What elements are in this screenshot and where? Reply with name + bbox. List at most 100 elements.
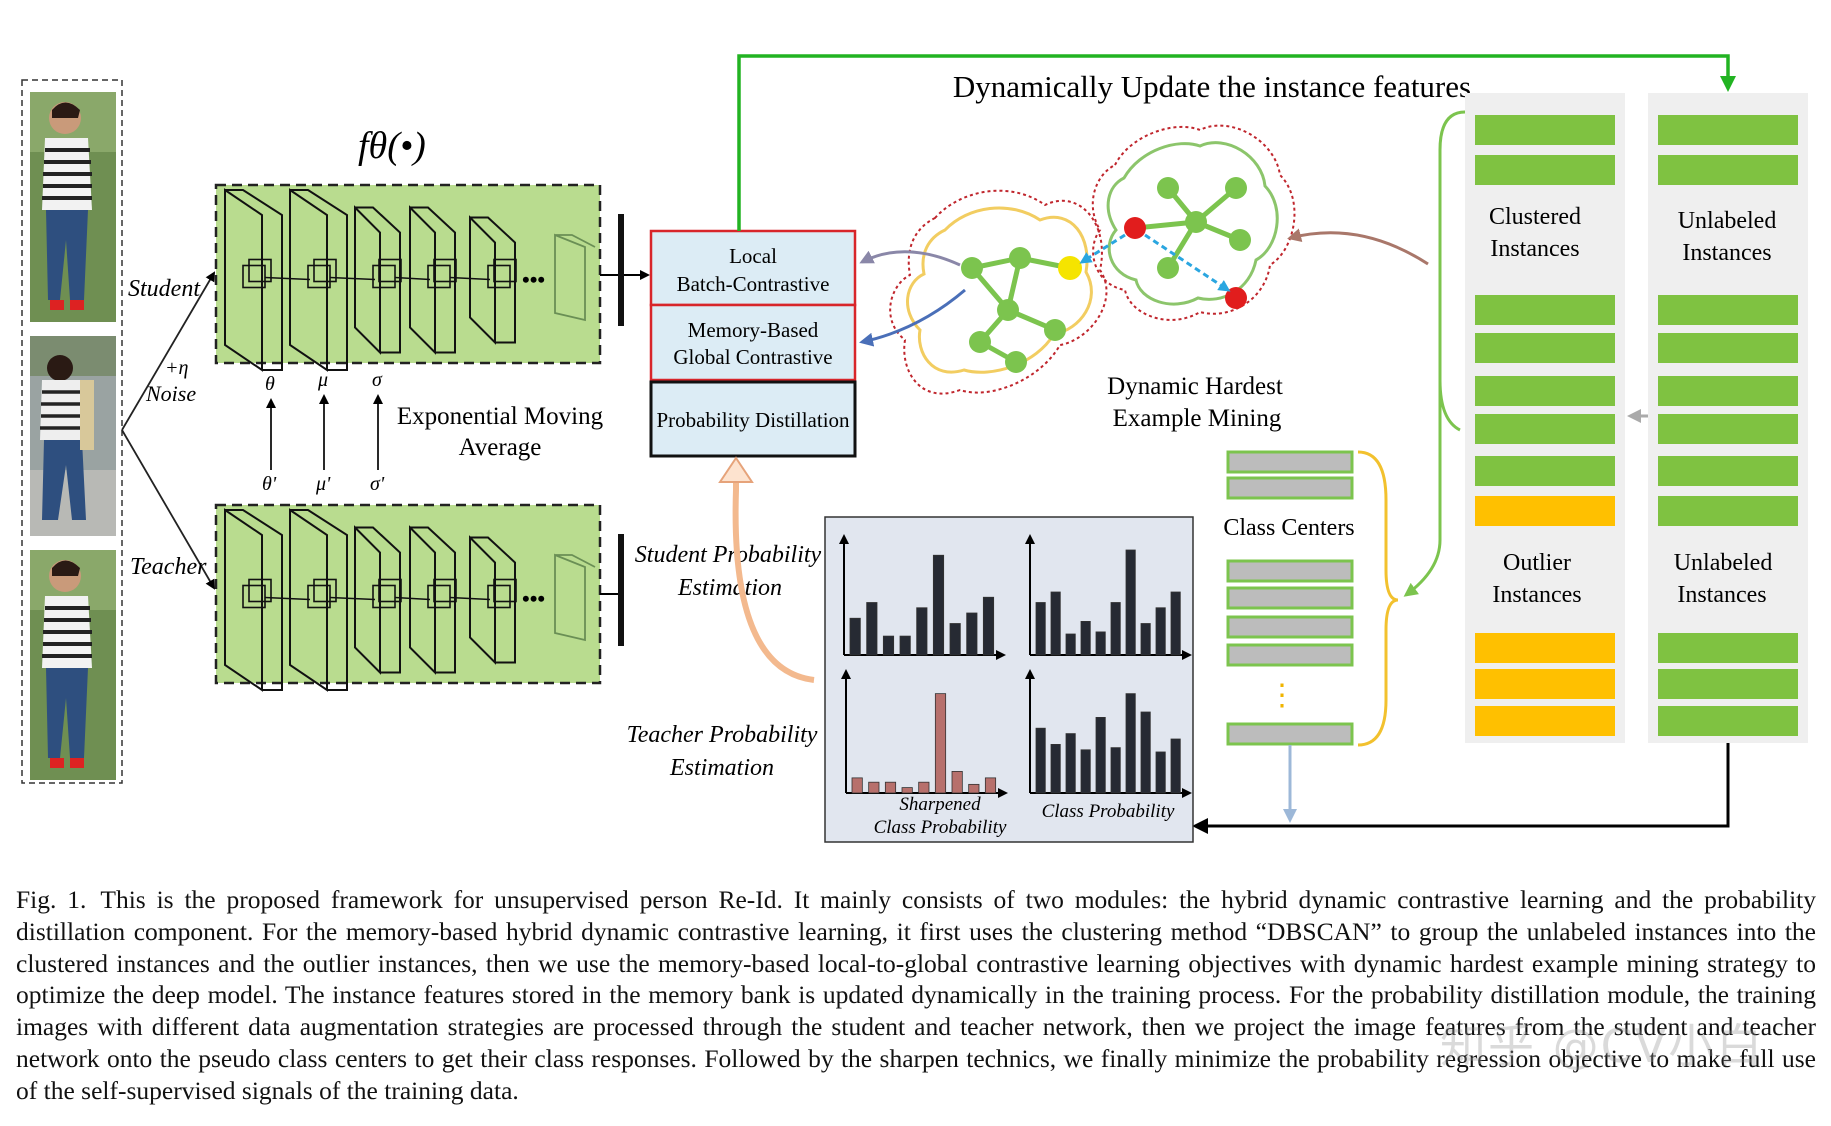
class-center-slot [1226, 476, 1354, 500]
class-center-slot [1226, 643, 1354, 667]
student-layers [224, 188, 596, 372]
memory-slot-clustered [1475, 155, 1615, 185]
histogram-bar [1065, 733, 1076, 794]
student-output-arrow [600, 214, 650, 326]
clustered-label-2: Instances [1490, 236, 1579, 262]
outlier-label-2: Instances [1492, 582, 1581, 608]
histogram-bar [882, 635, 895, 656]
ema-label-1: Exponential Moving [397, 403, 604, 430]
ema-param-sigma: σ [372, 369, 383, 391]
memory-slot-unlabeled [1658, 115, 1798, 145]
student-label: Student [128, 276, 201, 302]
memory-slot-clustered [1475, 295, 1615, 325]
ema-arrows [266, 394, 383, 470]
teacher-to-distill-arrow [732, 478, 815, 683]
histogram-bar [918, 781, 930, 794]
loss-local-box: Local Batch-Contrastive [649, 229, 857, 307]
histogram-bar [1155, 751, 1166, 794]
memory-slot-clustered [1475, 376, 1615, 406]
student-prob-label-1: Student Probability [635, 542, 822, 568]
memory-slot-clustered [1475, 633, 1615, 663]
teacher-layers [224, 508, 596, 692]
loss-distill-label: Probability Distillation [656, 408, 850, 432]
student-dots: ••• [522, 267, 545, 292]
histogram-bar [1080, 749, 1091, 794]
memory-slot-unlabeled [1658, 333, 1798, 363]
memory-to-histograms-arrow [1192, 743, 1730, 834]
memory-slot-unlabeled [1658, 669, 1798, 699]
teacher-dots: ••• [522, 586, 545, 611]
update-arrow [737, 54, 1736, 231]
histogram-bar [949, 623, 961, 656]
histogram-bar [968, 783, 980, 794]
noise-label-2: Noise [145, 381, 196, 406]
conv-layer [289, 508, 376, 692]
histogram-bar [982, 596, 995, 656]
memory-slot-clustered [1475, 414, 1615, 444]
ema-param-theta-prime: θ' [262, 473, 277, 495]
histogram [1025, 534, 1192, 660]
histogram-bar [1170, 738, 1181, 794]
ema-param-mu-prime: μ' [315, 473, 331, 495]
conv-layer [354, 205, 431, 355]
class-center-slot [1226, 559, 1354, 583]
teacher-output-arrow [600, 534, 624, 646]
person-image-2 [30, 336, 116, 536]
outlier-label-1: Outlier [1503, 550, 1571, 576]
ema-label-2: Average [459, 434, 542, 461]
memory-slot-clustered [1475, 456, 1615, 486]
histogram-bar [899, 635, 911, 656]
histogram-bar [1065, 633, 1076, 656]
cluster-to-global-arrow [859, 288, 966, 347]
unlabeled-top-label-2: Instances [1682, 240, 1771, 266]
histogram-bar [1125, 549, 1136, 656]
loss-local-line1: Local [729, 244, 777, 268]
teacher-label: Teacher [130, 554, 207, 580]
histogram-bar [966, 612, 978, 656]
class-centers-label: Class Centers [1223, 515, 1354, 541]
loss-memory-box: Memory-Based Global Contrastive [649, 303, 857, 382]
histogram-bar [868, 781, 880, 794]
teacher-to-distill-arrowhead [718, 456, 754, 483]
loss-memory-line1: Memory-Based [688, 318, 819, 342]
conv-layer [469, 215, 517, 345]
ema-param-mu: μ [317, 369, 328, 391]
memory-slot-clustered [1475, 669, 1615, 699]
noise-label-1: +η [165, 357, 188, 379]
unlabeled-bottom-label-1: Unlabeled [1674, 550, 1773, 576]
memory-slot-unlabeled [1658, 376, 1798, 406]
class-prob-label: Class Probability [1042, 801, 1175, 822]
memory-slot-unlabeled [1658, 414, 1798, 444]
loss-local-line2: Batch-Contrastive [677, 272, 830, 296]
watermark: 知乎 @CV小白 [1440, 1019, 1765, 1073]
histogram [841, 669, 1008, 798]
input-images [21, 79, 123, 784]
ema-param-theta: θ [265, 373, 275, 395]
histogram [1025, 669, 1192, 798]
clustered-label-1: Clustered [1489, 204, 1581, 230]
fc-layer [554, 233, 596, 322]
memory-slot-unlabeled [1658, 456, 1798, 486]
histogram-bar [1050, 744, 1061, 794]
conv-layer [289, 188, 376, 372]
update-label: Dynamically Update the instance features [953, 69, 1471, 104]
conv-layer [224, 508, 311, 692]
histogram-bar [901, 787, 913, 794]
caption-label: Fig. 1. [16, 885, 87, 914]
histogram-bar [1035, 602, 1046, 656]
conv-layer [354, 525, 431, 675]
conv-layer [469, 535, 517, 665]
histogram-bar [1080, 621, 1091, 656]
class-centers-brace [1357, 450, 1399, 747]
class-centers-dots: ⋮ [1267, 679, 1297, 712]
histogram-bar [1125, 693, 1136, 794]
memory-slot-unlabeled [1658, 496, 1798, 526]
student-prob-label-2: Estimation [677, 575, 782, 601]
class-center-slot [1226, 586, 1354, 610]
teacher-prob-label-1: Teacher Probability [627, 722, 818, 748]
histogram-bar [851, 777, 863, 794]
memory-to-cluster-arrow [1287, 228, 1429, 266]
sharpened-label-1: Sharpened [899, 794, 981, 815]
histogram-bar [1155, 607, 1166, 656]
class-center-slot [1226, 722, 1354, 746]
